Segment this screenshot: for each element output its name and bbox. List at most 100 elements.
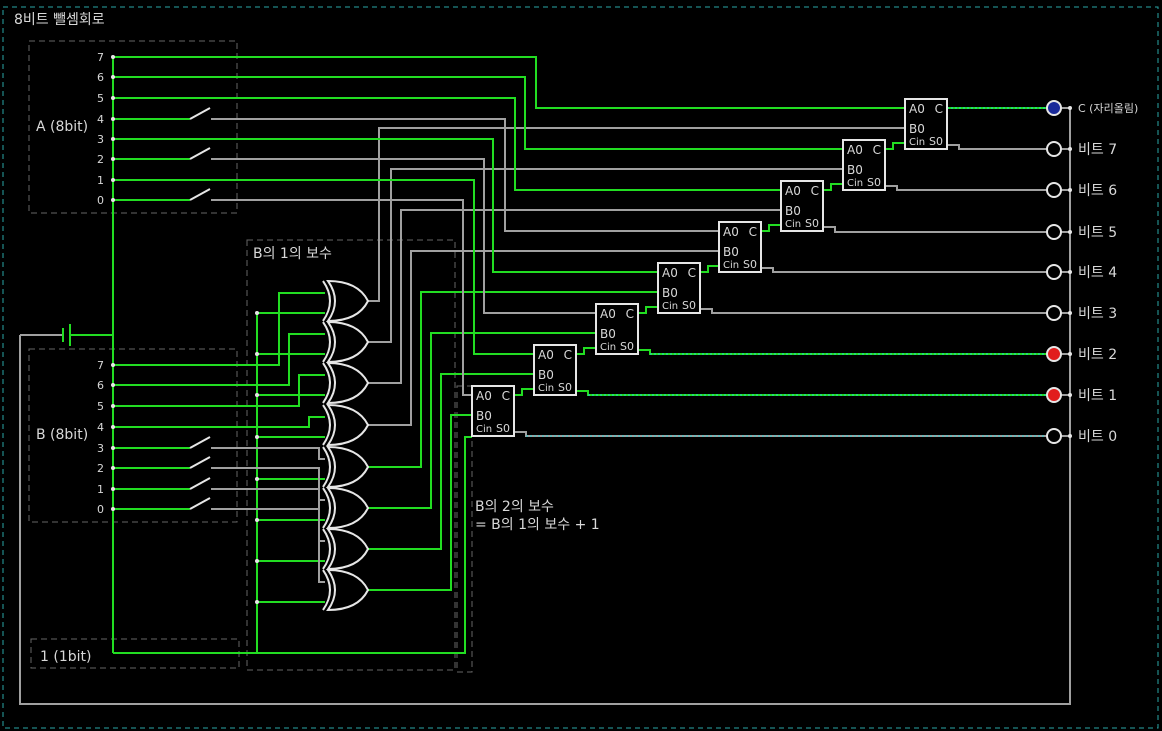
adder-label-cin: Cin — [662, 301, 678, 312]
switch-b-1[interactable] — [189, 477, 211, 490]
switch-a-0[interactable] — [189, 188, 211, 201]
output-label-4: 비트 4 — [1078, 265, 1117, 281]
b-to-xor-2 — [211, 374, 325, 407]
xor-out-7 — [368, 414, 472, 591]
twos-complement-label-2: = B의 1의 보수 + 1 — [475, 517, 600, 533]
led-node-6 — [1068, 352, 1072, 356]
a-to-adder-5 — [211, 158, 596, 314]
a-to-adder-2 — [211, 97, 781, 191]
adder-label-s: S0 — [743, 258, 757, 271]
switch-b-2-dot — [111, 466, 115, 470]
xor-gate-5 — [326, 486, 370, 530]
xor-control-dot — [255, 518, 259, 522]
xor-gate-6 — [326, 527, 370, 571]
switch-b-label: 0 — [97, 503, 104, 516]
sum-4 — [761, 267, 1054, 273]
switch-a-4[interactable] — [189, 107, 211, 120]
xor-gate-0 — [326, 279, 370, 323]
xor-control-dot — [255, 559, 259, 563]
xor-gate-3 — [326, 403, 370, 447]
adder-label-a: A0 — [538, 348, 554, 362]
full-adder-7 — [904, 98, 948, 150]
a-to-adder-7 — [211, 199, 472, 396]
xor-control-dot — [255, 477, 259, 481]
group-ones-complement — [246, 239, 456, 671]
adder-label-b: B0 — [723, 245, 739, 259]
xor-control-dot — [255, 311, 259, 315]
xor-gate-1 — [326, 320, 370, 364]
b-to-xor-1 — [211, 333, 325, 386]
sum-3 — [700, 308, 1054, 314]
switch-b-label: 4 — [97, 421, 104, 434]
switch-b-label: 3 — [97, 442, 104, 455]
adder-label-b: B0 — [476, 409, 492, 423]
adder-label-c: C — [502, 389, 510, 403]
xor-gate-2 — [326, 361, 370, 405]
carry-0 — [514, 388, 534, 396]
xor-gate-5-back — [322, 487, 331, 529]
adder-label-a: A0 — [723, 225, 739, 239]
xor-control-dot — [255, 435, 259, 439]
switch-a-1-dot — [111, 178, 115, 182]
adder-label-c: C — [749, 225, 757, 239]
switch-a-4-dot — [111, 117, 115, 121]
switch-a-label: 6 — [97, 71, 104, 84]
switch-a-label: 4 — [97, 113, 104, 126]
output-label-2: 비트 6 — [1078, 183, 1117, 199]
xor-gate-0-back — [322, 280, 331, 322]
xor-gate-7-back — [322, 569, 331, 611]
switch-a-label: 7 — [97, 51, 104, 64]
output-led-6 — [1046, 346, 1062, 362]
sum-0 — [514, 431, 1054, 437]
bus-loop — [19, 108, 1071, 705]
adder-label-b: B0 — [909, 122, 925, 136]
adder-label-c: C — [873, 143, 881, 157]
switch-b-3[interactable] — [189, 436, 211, 449]
xor-control-dot — [255, 600, 259, 604]
xor-out-2 — [368, 209, 781, 384]
switch-b-7-dot — [111, 363, 115, 367]
xor-gate-2-back — [322, 362, 331, 404]
b-to-xor-7 — [211, 508, 325, 583]
a-to-adder-4 — [211, 138, 658, 273]
switch-a-2[interactable] — [189, 147, 211, 160]
switch-b-0[interactable] — [189, 497, 211, 510]
full-adder-4 — [718, 221, 762, 273]
parts — [62, 55, 1072, 654]
switch-a-2-dot — [111, 157, 115, 161]
carry-3 — [700, 265, 719, 273]
group-ones-complement-label: B의 1의 보수 — [253, 246, 332, 262]
switch-a-label: 2 — [97, 153, 104, 166]
adder-label-a: A0 — [909, 102, 925, 116]
output-label-5: 비트 3 — [1078, 306, 1117, 322]
a-to-adder-1 — [211, 76, 843, 150]
switch-b-label: 5 — [97, 400, 104, 413]
adder-label-s: S0 — [929, 135, 943, 148]
xor-control-dot — [255, 393, 259, 397]
switch-b-label: 1 — [97, 483, 104, 496]
adder-label-s: S0 — [558, 381, 572, 394]
switch-b-label: 6 — [97, 379, 104, 392]
xor-gate-3-back — [322, 404, 331, 446]
frames — [2, 6, 1159, 729]
b-to-xor-4 — [211, 447, 325, 460]
adder-label-a: A0 — [785, 184, 801, 198]
output-led-7 — [1046, 387, 1062, 403]
output-label-7: 비트 1 — [1078, 388, 1117, 404]
adder-label-a: A0 — [600, 307, 616, 321]
adder-label-cin: Cin — [909, 137, 925, 148]
full-adder-0 — [471, 385, 515, 437]
led-node-2 — [1068, 188, 1072, 192]
carry-2 — [638, 306, 658, 314]
switch-a-label: 5 — [97, 92, 104, 105]
switch-b-2[interactable] — [189, 456, 211, 469]
led-node-7 — [1068, 393, 1072, 397]
xor-gate-4 — [326, 445, 370, 489]
adder-label-b: B0 — [847, 163, 863, 177]
adder-label-b: B0 — [662, 286, 678, 300]
page-title: 8비트 뺄셈회로 — [14, 12, 105, 28]
xor-out-6 — [368, 373, 534, 550]
adder-label-s: S0 — [620, 340, 634, 353]
